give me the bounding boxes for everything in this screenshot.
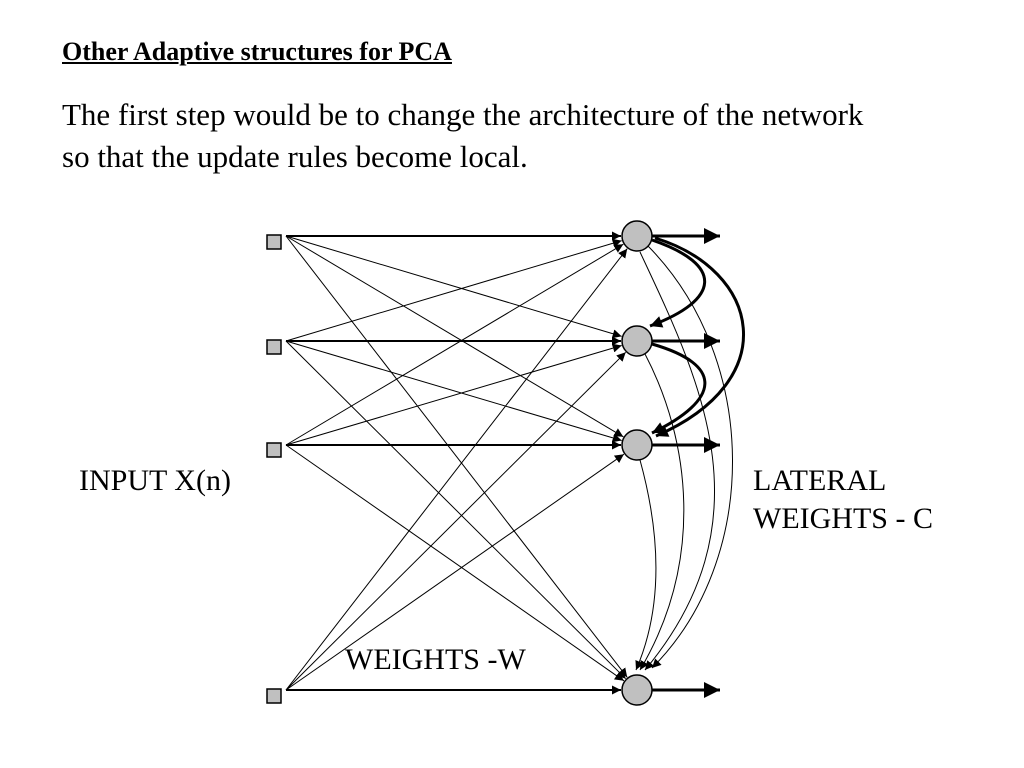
weight-line-1-2 (285, 235, 622, 339)
input-node (266, 688, 282, 704)
weight-line-4-1 (285, 248, 628, 691)
weight-line-2-1 (285, 238, 622, 342)
weight-connections (285, 231, 628, 695)
input-nodes (266, 234, 282, 704)
weight-line-3-2 (285, 343, 622, 446)
input-node (266, 339, 282, 355)
output-neuron (621, 674, 653, 706)
lateral-arrow-1-3 (654, 236, 745, 438)
output-arrows (652, 228, 720, 698)
output-nodes (621, 220, 653, 706)
input-node (266, 234, 282, 250)
lateral-arrow-1-2 (649, 238, 707, 328)
weights-label: WEIGHTS -W (345, 643, 526, 676)
weight-line-3-4 (285, 444, 625, 682)
weight-line-4-3 (285, 453, 625, 691)
lateral-label-line-1: LATERAL (753, 464, 887, 497)
slide-body: The first step would be to change the ar… (62, 94, 982, 178)
input-node (266, 442, 282, 458)
lateral-arrow-1-4-outer (647, 245, 733, 669)
weight-line-3-1 (285, 243, 624, 446)
lateral-arrow-2-4 (639, 353, 685, 671)
body-line-1: The first step would be to change the ar… (62, 97, 864, 132)
lateral-weights-label: LATERAL WEIGHTS - C (753, 462, 933, 538)
lateral-label-line-2: WEIGHTS - C (753, 502, 933, 535)
weight-line-2-3 (285, 340, 622, 443)
output-neuron (621, 429, 653, 461)
lateral-arrow-2-3 (651, 342, 707, 435)
body-line-2: so that the update rules become local. (62, 139, 528, 174)
output-neuron (621, 325, 653, 357)
weight-line-1-3 (285, 235, 624, 438)
weight-line-2-4 (285, 340, 627, 680)
weight-line-1-4 (285, 235, 628, 678)
lateral-connections (635, 236, 745, 671)
input-label: INPUT X(n) (79, 464, 231, 497)
output-neuron (621, 220, 653, 252)
slide-title: Other Adaptive structures for PCA (62, 37, 452, 66)
lateral-arrow-3-4 (635, 459, 657, 671)
weight-line-4-2 (285, 351, 627, 691)
